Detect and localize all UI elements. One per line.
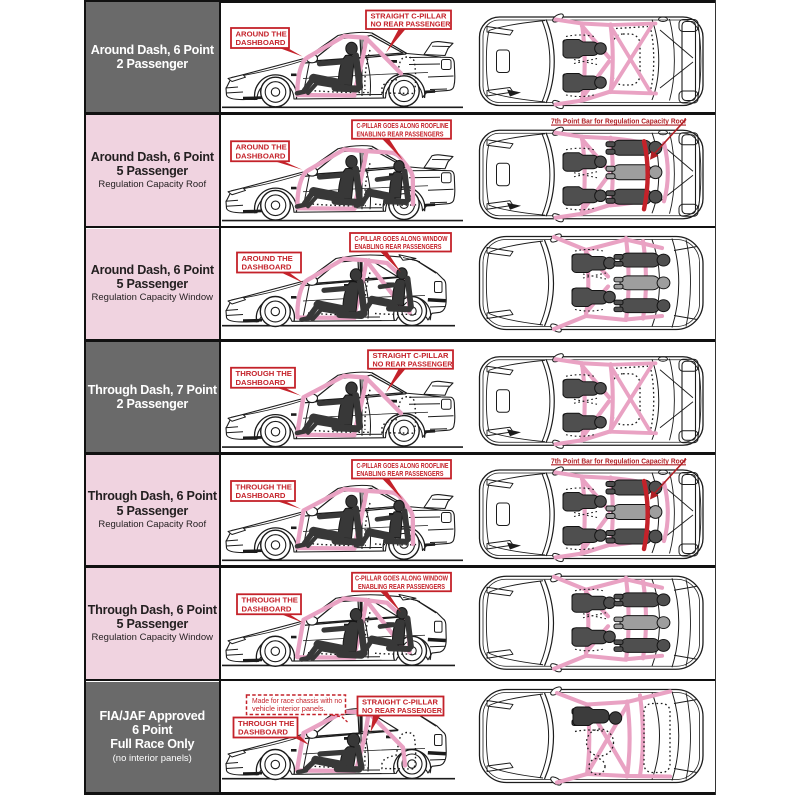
svg-text:STRAIGHT C-PILLAR: STRAIGHT C-PILLAR (371, 11, 447, 20)
svg-text:THROUGH THE: THROUGH THE (236, 369, 292, 378)
svg-text:DASHBOARD: DASHBOARD (242, 604, 292, 613)
svg-text:ENABLING REAR PASSENGERS: ENABLING REAR PASSENGERS (357, 129, 444, 138)
svg-text:DASHBOARD: DASHBOARD (238, 728, 288, 737)
svg-text:DASHBOARD: DASHBOARD (236, 491, 286, 500)
svg-text:7th Point Bar for Regulation C: 7th Point Bar for Regulation Capacity Ro… (551, 117, 686, 126)
svg-text:vehicle interior panels.: vehicle interior panels. (252, 704, 326, 713)
svg-text:DASHBOARD: DASHBOARD (236, 38, 286, 47)
svg-text:THROUGH THE: THROUGH THE (236, 482, 292, 491)
svg-text:DASHBOARD: DASHBOARD (236, 378, 286, 387)
svg-text:C-PILLAR GOES ALONG ROOFLINE: C-PILLAR GOES ALONG ROOFLINE (357, 121, 449, 130)
svg-text:AROUND THE: AROUND THE (242, 254, 293, 263)
svg-text:NO REAR PASSENGER: NO REAR PASSENGER (362, 706, 442, 715)
svg-text:C-PILLAR GOES ALONG WINDOW: C-PILLAR GOES ALONG WINDOW (355, 234, 449, 243)
svg-text:DASHBOARD: DASHBOARD (236, 151, 286, 160)
svg-text:STRAIGHT C-PILLAR: STRAIGHT C-PILLAR (373, 351, 449, 360)
svg-text:ENABLING REAR PASSENGERS: ENABLING REAR PASSENGERS (355, 242, 442, 251)
svg-text:NO REAR PASSENGER: NO REAR PASSENGER (373, 359, 453, 368)
svg-text:Made for race chassis with no: Made for race chassis with no (252, 696, 342, 705)
svg-text:C-PILLAR GOES ALONG ROOFLINE: C-PILLAR GOES ALONG ROOFLINE (357, 461, 449, 470)
svg-text:7th Point Bar for Regulation C: 7th Point Bar for Regulation Capacity Ro… (551, 456, 686, 465)
svg-text:AROUND THE: AROUND THE (236, 143, 287, 152)
svg-text:ENABLING REAR PASSENGERS: ENABLING REAR PASSENGERS (357, 469, 444, 478)
svg-text:THROUGH THE: THROUGH THE (238, 719, 294, 728)
svg-text:STRAIGHT C-PILLAR: STRAIGHT C-PILLAR (362, 698, 438, 707)
svg-text:AROUND THE: AROUND THE (236, 29, 287, 38)
svg-text:ENABLING REAR PASSENGERS: ENABLING REAR PASSENGERS (358, 582, 445, 591)
svg-text:DASHBOARD: DASHBOARD (242, 263, 292, 272)
svg-text:C-PILLAR GOES ALONG WINDOW: C-PILLAR GOES ALONG WINDOW (355, 574, 449, 583)
svg-text:NO REAR PASSENGER: NO REAR PASSENGER (371, 20, 451, 29)
svg-text:THROUGH THE: THROUGH THE (242, 596, 298, 605)
